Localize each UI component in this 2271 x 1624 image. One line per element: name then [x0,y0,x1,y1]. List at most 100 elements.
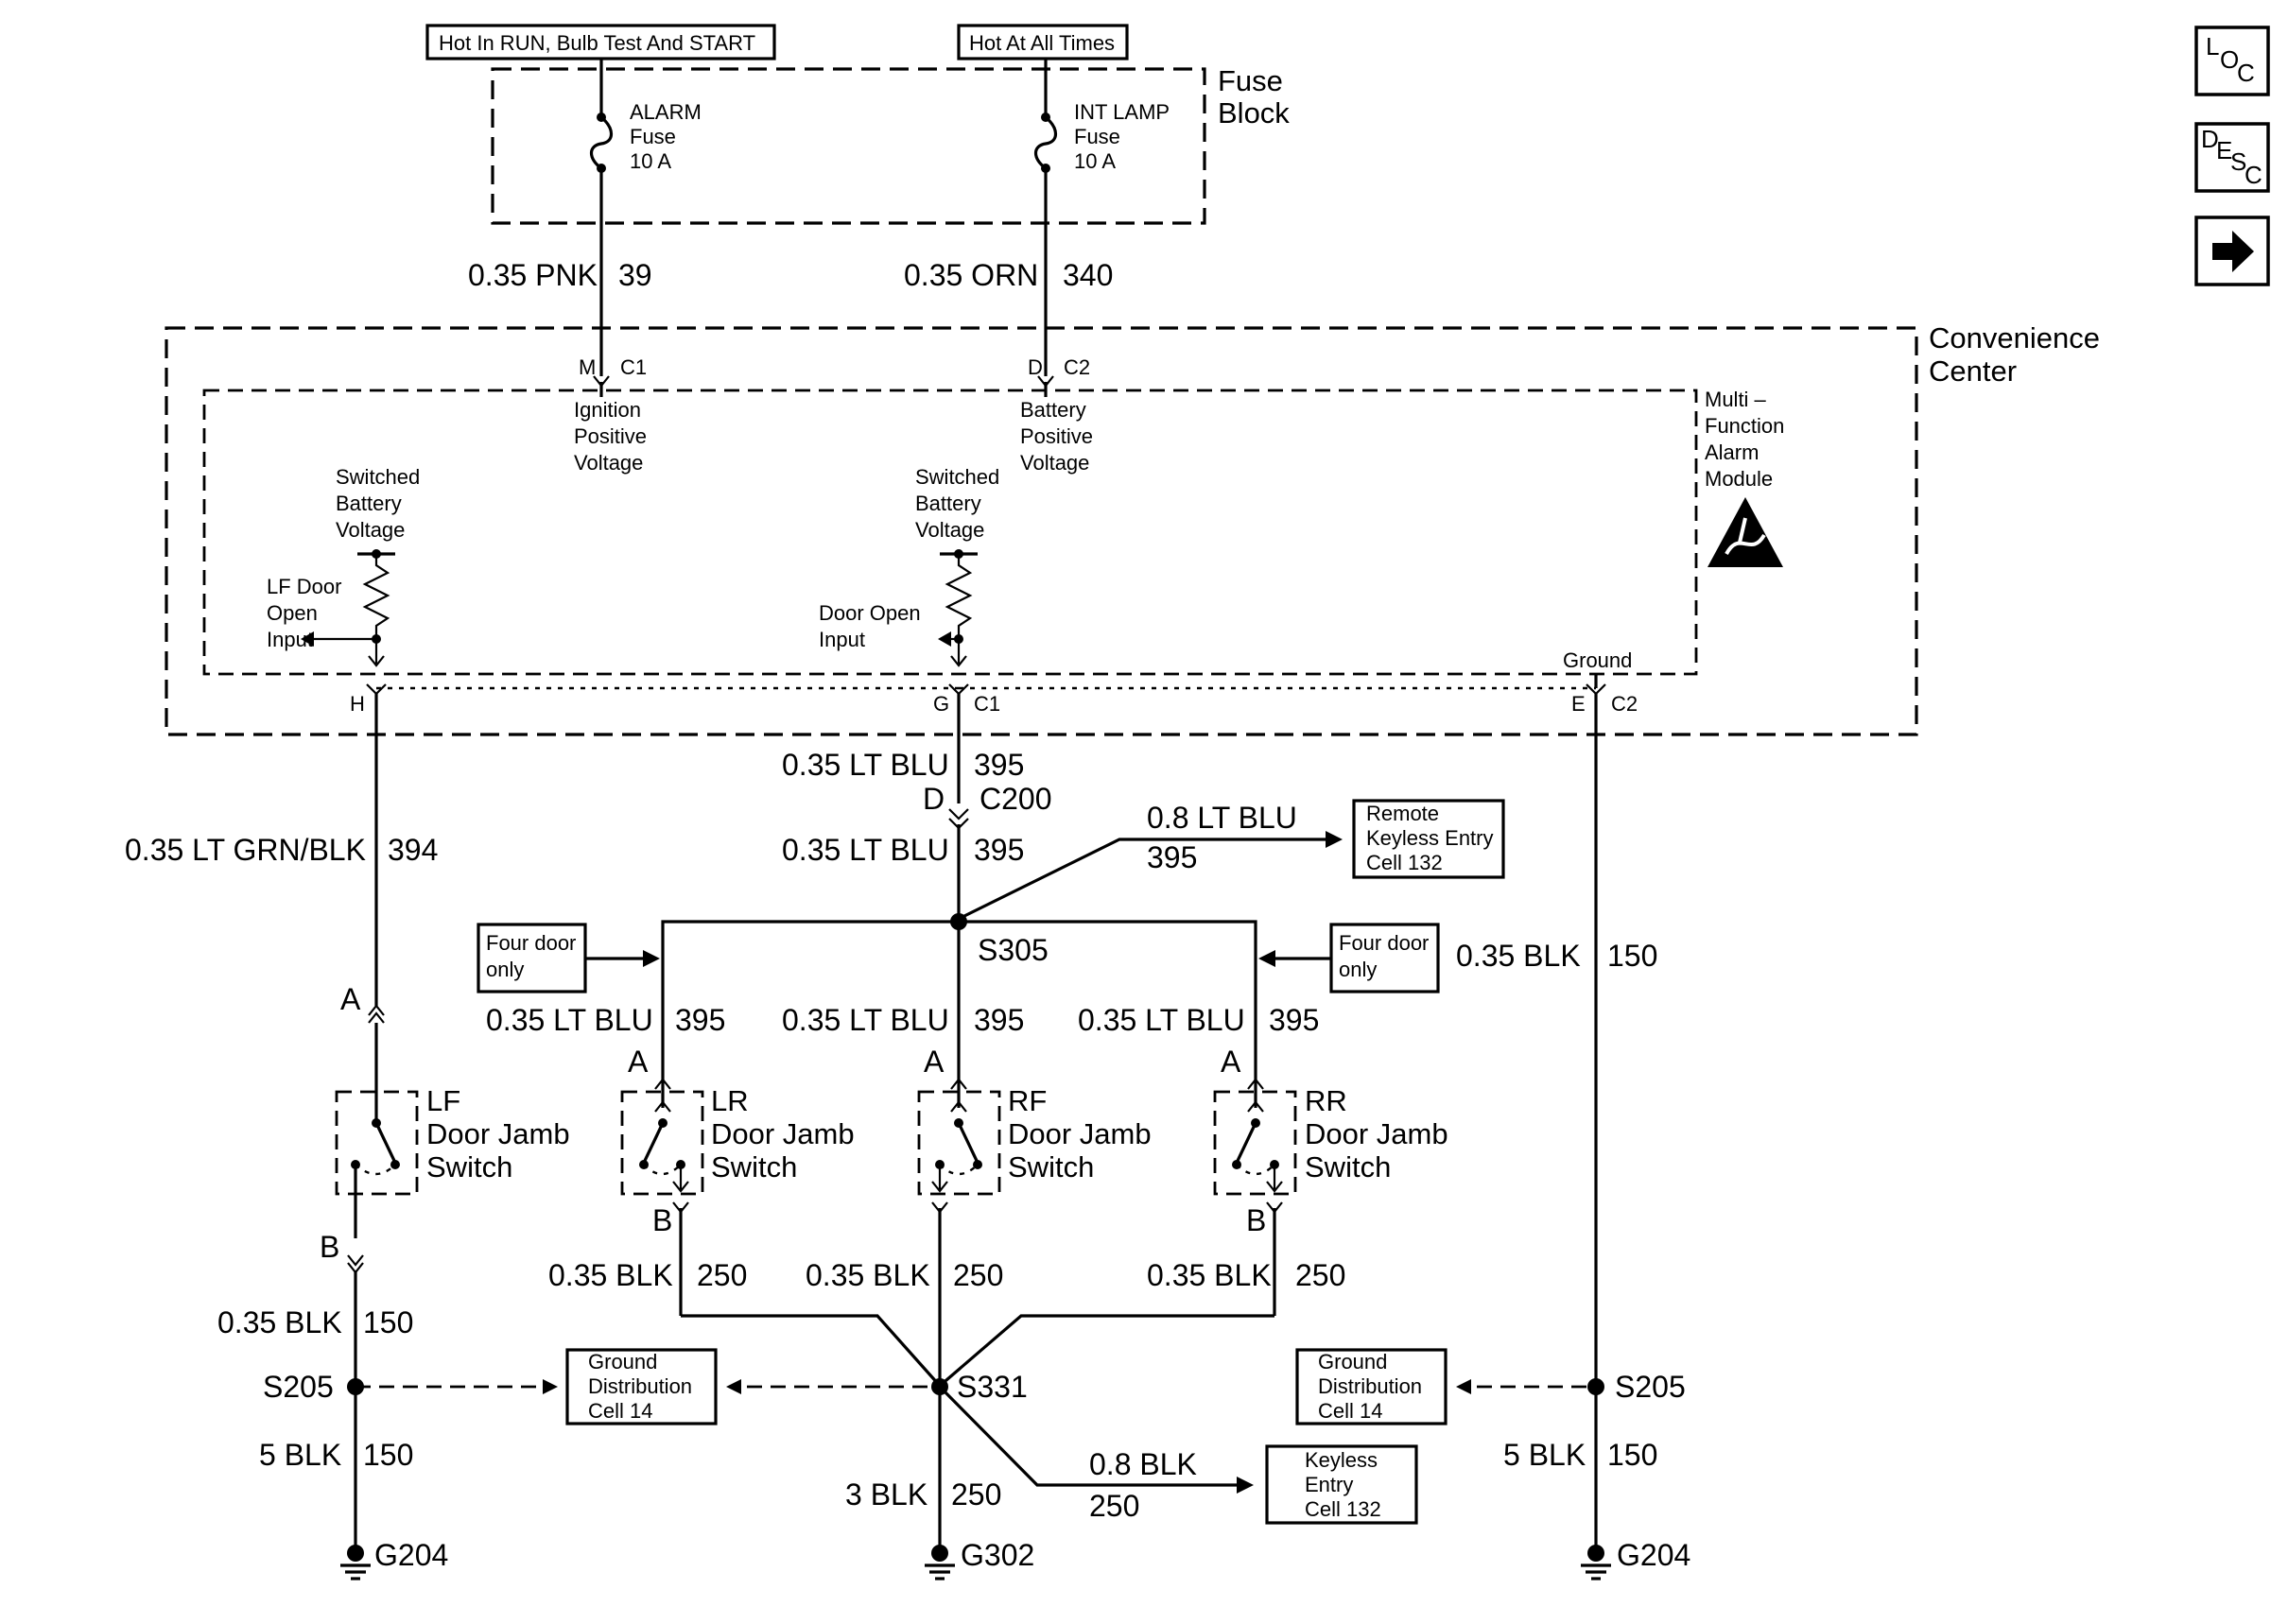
wire-395-rke-gauge: 0.8 LT BLU [1147,801,1297,835]
lr-switch-label-2: Door Jamb [711,1117,855,1150]
gnd-dist-left-label-2: Distribution [588,1374,692,1398]
wire-250-keyless-gauge: 0.8 BLK [1089,1447,1197,1481]
switched-battery-1-label-1: Switched [336,465,420,489]
wire-150-left-gauge: 0.35 BLK [217,1305,342,1339]
c200-pin-d: D [923,782,945,816]
multi-function-alarm-module [202,389,1698,676]
battery-label-1: Battery [1020,398,1086,422]
svg-text:O: O [2220,45,2239,74]
next-arrow-icon [2212,231,2254,272]
lr-pin-a: A [628,1045,649,1079]
wire-250-rf-circuit: 250 [953,1258,1003,1292]
wire-250-3blk-gauge: 3 BLK [845,1477,927,1512]
rke-ref-label-2: Keyless Entry [1366,826,1494,850]
door-open-input-label-1: Door Open [819,601,921,625]
gnd-dist-right-label-3: Cell 14 [1318,1399,1382,1423]
ignition-label-1: Ignition [574,398,641,422]
ground-g204-right-label: G204 [1617,1538,1690,1572]
rke-ref-box[interactable] [1352,799,1505,879]
alarm-fuse-label-2: Fuse [630,125,676,148]
int-lamp-fuse-label: INT LAMP [1074,100,1170,124]
gnd-dist-right-label-2: Distribution [1318,1374,1422,1398]
gnd-dist-left-label-3: Cell 14 [588,1399,652,1423]
splice-s305-label: S305 [978,933,1049,967]
four-door-right-label-1: Four door [1339,931,1429,955]
four-door-left-arrow-icon [643,950,660,967]
rke-ref-label-1: Remote [1366,802,1439,825]
svg-text:E: E [2216,136,2232,164]
wire-395-lr-circuit: 395 [675,1003,725,1037]
four-door-left-label-1: Four door [486,931,576,955]
door-input-arrow-icon [938,631,951,647]
convenience-center: Convenience Center Multi – Function Alar… [165,321,2100,736]
loc-button[interactable]: L O C [2194,26,2270,96]
wire-395-a-gauge: 0.35 LT BLU [782,748,949,782]
splice-s205-left [347,1378,364,1395]
battery-label-2: Positive [1020,424,1093,448]
wire-394-gauge: 0.35 LT GRN/BLK [125,833,366,867]
gnd-dist-right-label-1: Ground [1318,1350,1387,1373]
switched-battery-2-label-1: Switched [915,465,999,489]
wire-250-rr-circuit: 250 [1295,1258,1345,1292]
next-button[interactable] [2194,216,2270,286]
gnd-dist-left-arrow-in-icon [543,1379,558,1394]
pin-g-c1: C1 [974,692,1000,716]
four-door-right-label-2: only [1339,958,1377,981]
switched-battery-2-label-3: Voltage [915,518,984,542]
wire-395-rke-circuit: 395 [1147,840,1197,874]
c200-label: C200 [979,782,1052,816]
gnd-dist-right-arrow-icon [1456,1379,1471,1394]
pin-h: H [350,692,365,716]
ground-g302-label: G302 [961,1538,1034,1572]
alarm-fuse-rating: 10 A [630,149,671,173]
fuse-block-title-2: Block [1218,96,1290,130]
pin-g: G [933,692,949,716]
pull-up-resistor-1-icon [362,554,390,641]
wire-250-keyless-circuit: 250 [1089,1489,1139,1523]
rf-pin-a: A [924,1045,945,1079]
battery-label-3: Voltage [1020,451,1089,475]
wire-395-rf-circuit: 395 [974,1003,1024,1037]
wire-395-lr-gauge: 0.35 LT BLU [486,1003,653,1037]
four-door-left-label-2: only [486,958,524,981]
wire-395-b-gauge: 0.35 LT BLU [782,833,949,867]
ignition-label-3: Voltage [574,451,643,475]
pin-c2-top: C2 [1064,355,1090,379]
wire-150-left-circuit: 150 [363,1305,413,1339]
svg-text:C: C [2245,161,2262,189]
lr-switch-label-3: Switch [711,1150,797,1183]
wire-250-rr-gauge: 0.35 BLK [1147,1258,1272,1292]
pin-e-c2: C2 [1611,692,1638,716]
svg-text:S: S [2230,147,2246,176]
desc-icon: D [2201,125,2219,153]
gnd-dist-left-arrow-out-icon [726,1379,741,1394]
splice-s205-right-label: S205 [1615,1370,1686,1404]
rr-switch-label-1: RR [1305,1084,1347,1117]
wire-340-gauge: 0.35 ORN [904,258,1038,292]
wire-39-circuit: 39 [618,258,652,292]
module-label-1: Multi – [1705,388,1767,411]
fuse-block-title-1: Fuse [1218,64,1283,97]
wire-150-right-5blk-gauge: 5 BLK [1503,1438,1586,1472]
int-lamp-fuse-rating: 10 A [1074,149,1116,173]
pin-c1-top: C1 [620,355,647,379]
door-open-input-label-2: Input [819,628,865,651]
keyless-entry-ref-box[interactable] [1265,1444,1418,1525]
rr-pin-a: A [1221,1045,1241,1079]
wire-250-lr-gauge: 0.35 BLK [548,1258,673,1292]
to-keyless-arrow-icon [1237,1477,1254,1494]
ground-distribution-left-box[interactable] [565,1348,718,1425]
lf-switch-label-2: Door Jamb [426,1117,570,1150]
lr-door-jamb-switch: A LR Door Jamb Switch [620,1036,855,1196]
wire-39-gauge: 0.35 PNK [468,258,598,292]
splice-s205-right [1587,1378,1604,1395]
lf-door-open-input-label-3: Input [267,628,313,651]
alarm-fuse-icon [589,115,614,170]
desc-button[interactable]: D E S C [2194,122,2270,193]
svg-text:C: C [2237,59,2255,87]
switched-battery-2-label-2: Battery [915,492,981,515]
four-door-right-arrow-icon [1258,950,1275,967]
hot-in-run-label: Hot In RUN, Bulb Test And START [439,31,755,55]
rf-switch-label-2: Door Jamb [1008,1117,1152,1150]
ground-distribution-right-box[interactable] [1295,1348,1448,1425]
